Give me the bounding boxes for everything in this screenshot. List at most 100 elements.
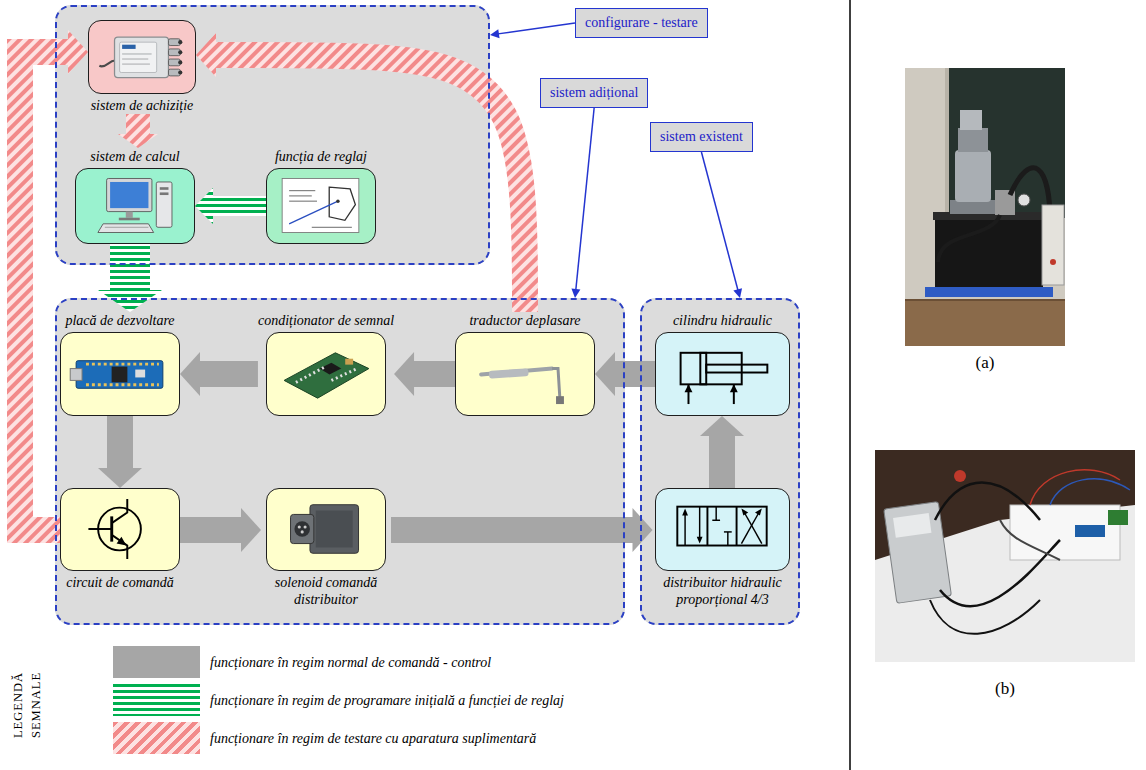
component-box: distribuitor hidraulic proporțional 4/3 [653, 488, 793, 608]
drawing-detail [640, 298, 800, 625]
label-holder: (a) [976, 353, 995, 373]
component-frame [88, 20, 196, 94]
component-box: cilindru hidraulic [655, 312, 790, 416]
component-icon [274, 339, 377, 408]
arrow-shaft [709, 435, 735, 488]
legend-swatch [113, 684, 200, 716]
callout-arrow [490, 23, 575, 38]
drawing-detail [954, 470, 966, 482]
dashed-group: cilindru hidraulic distribuitor hidraulic… [640, 298, 800, 625]
drawing-detail [938, 215, 1000, 262]
drawing-detail [935, 215, 1043, 287]
drawing-detail [905, 68, 1065, 346]
signal-arrow [196, 33, 525, 312]
legend-text: funcționare în regim normal de comandă -… [210, 654, 491, 671]
arrow-shaft [107, 416, 133, 469]
component-label: placă de dezvoltare [65, 312, 174, 329]
signal-arrow [98, 416, 142, 488]
dashed-group: placă de dezvoltarecondiționator de semn… [55, 298, 625, 625]
signal-arrow [195, 188, 266, 224]
component-icon [96, 27, 187, 86]
legend-heading: LEGENDĂ SEMNALE [9, 659, 45, 751]
arrow-shaft [199, 361, 258, 387]
drawing-detail [905, 299, 1065, 301]
arrow-head [394, 352, 414, 396]
arrow-head [733, 288, 742, 298]
legend-swatch [113, 646, 200, 678]
callout-text: configurare - testare [585, 14, 698, 32]
drawing-detail [950, 200, 996, 214]
callout-box: sistem existent [650, 122, 753, 152]
label-holder: (b) [995, 679, 1015, 699]
callout-box: configurare - testare [575, 8, 708, 38]
component-frame [655, 488, 790, 571]
callout-arrow [701, 152, 742, 298]
divider-line [849, 0, 851, 770]
arrow-head [595, 352, 615, 396]
legend-text: funcționare în regim de programare iniți… [210, 692, 564, 709]
drawing-detail [925, 287, 1053, 297]
component-icon [663, 495, 781, 563]
component-frame [266, 332, 386, 416]
drawing-detail [930, 600, 1040, 634]
drawing-detail [1018, 194, 1030, 206]
callout-text: sistem existent [660, 128, 743, 146]
component-box: placă de dezvoltare [60, 312, 180, 416]
signal-arrow [394, 352, 455, 396]
signal-arrow [595, 352, 655, 396]
component-icon [663, 339, 781, 408]
component-label: sistem de calcul [90, 148, 179, 165]
drawing-detail [1050, 259, 1056, 265]
drawing-detail [481, 368, 564, 404]
drawing-detail [55, 298, 625, 625]
component-label: cilindru hidraulic [673, 312, 772, 329]
drawing-detail [935, 483, 1040, 521]
callout-arrow [571, 108, 594, 298]
drawing-detail [945, 68, 949, 218]
drawing-detail [1010, 505, 1120, 560]
component-frame [60, 488, 180, 571]
drawing-detail [99, 37, 182, 77]
drawing-detail [291, 505, 359, 554]
arrow-shaft [498, 23, 575, 34]
photo-caption: (a) [976, 353, 995, 373]
component-label: solenoid comandă distribuitor [261, 574, 391, 608]
drawing-detail [1108, 510, 1128, 525]
drawing-detail [282, 178, 359, 232]
photo-hydraulic-unit [905, 68, 1065, 346]
drawing-detail [940, 540, 1060, 606]
drawing-detail [70, 361, 163, 389]
component-frame [75, 168, 195, 244]
arrow-shaft [215, 55, 525, 312]
arrow-head [571, 289, 580, 298]
drawing-detail [88, 499, 140, 559]
drawing-detail [958, 128, 988, 152]
signal-arrow [391, 508, 653, 552]
callout-text: sistem adițional [550, 84, 638, 102]
component-box: sistem de calcul [75, 148, 195, 244]
arrow-head [241, 508, 261, 552]
arrow-head [633, 508, 653, 552]
legend-row: funcționare în regim de programare iniți… [113, 684, 564, 716]
legend-row: funcționare în regim de testare cu apara… [113, 722, 536, 754]
arrow-head [196, 33, 216, 77]
drawing-detail [960, 110, 982, 130]
photo-caption: (b) [995, 679, 1015, 699]
drawing-detail [1000, 520, 1060, 560]
arrow-head [98, 468, 142, 488]
signal-arrow [700, 416, 744, 488]
component-label: distribuitor hidraulic proporțional 4/3 [653, 574, 793, 608]
component-label: traductor deplasare [469, 312, 580, 329]
component-frame [655, 332, 790, 416]
component-label: circuit de comandă [66, 574, 174, 591]
arrow-shaft [180, 517, 242, 543]
component-icon [274, 495, 377, 563]
group-backgrounds [55, 5, 800, 625]
drawing-detail [1042, 205, 1064, 285]
drawing-detail [98, 178, 172, 232]
component-icon [463, 339, 586, 408]
component-frame [455, 332, 595, 416]
arrow-head [490, 29, 500, 38]
component-icon [68, 339, 171, 408]
arrow-shaft [701, 152, 738, 290]
